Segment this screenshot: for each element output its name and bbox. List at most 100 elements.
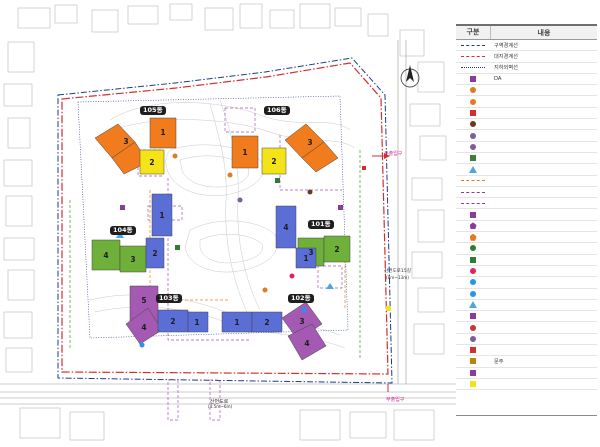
road-right-sub-label: (8m~13m)	[386, 275, 409, 280]
legend-symbol	[456, 98, 490, 105]
building-103	[125, 285, 209, 345]
legend-row	[456, 277, 597, 289]
surrounding-buildings	[3, 3, 447, 441]
legend-marker	[470, 245, 476, 252]
building-label-102: 102동	[288, 294, 314, 303]
legend-row	[456, 108, 597, 120]
legend-marker	[470, 279, 476, 286]
svg-text:5: 5	[141, 296, 146, 305]
legend-header: 구분 내용	[456, 26, 597, 40]
svg-text:2: 2	[152, 249, 157, 258]
legend-symbol	[456, 233, 490, 241]
legend-symbol	[456, 55, 490, 57]
legend-text: 문주	[494, 358, 504, 365]
legend-header-content: 내용	[537, 28, 551, 37]
legend-row	[456, 209, 597, 221]
svg-text:3: 3	[130, 255, 135, 264]
roads	[0, 40, 456, 405]
legend-marker	[470, 290, 476, 297]
road-right-label: 산번도로15길	[384, 269, 411, 274]
svg-text:1: 1	[159, 211, 164, 220]
green-dashed-paths	[69, 150, 361, 360]
svg-text:1: 1	[234, 318, 239, 327]
legend-text: DA	[494, 76, 502, 83]
road-bottom-label: 산번도로	[210, 399, 229, 405]
legend-row: 구역경계선	[456, 40, 597, 52]
legend-symbol	[456, 109, 490, 116]
main-entrance-label: 주출입구	[384, 151, 403, 157]
svg-text:3: 3	[299, 317, 304, 326]
legend-symbol	[456, 313, 490, 320]
site-plan: 3 1 2 1 2 3 1 4 3 2 4 3 2 1 5 4 2 1 1 2 …	[0, 3, 456, 441]
legend-row	[456, 119, 597, 131]
svg-text:4: 4	[103, 251, 108, 260]
legend-marker	[470, 143, 476, 150]
building-unit-numbers: 3 1 2 1 2 3 1 4 3 2 4 3 2 1 5 4 2 1 1 2 …	[103, 128, 339, 348]
svg-text:4: 4	[304, 339, 309, 348]
legend-row: DA	[456, 74, 597, 86]
legend-symbol	[456, 381, 490, 388]
legend-row	[456, 379, 597, 391]
legend-marker	[470, 369, 476, 376]
svg-text:3: 3	[123, 137, 128, 146]
legend-marker	[470, 87, 476, 94]
legend-symbol	[456, 143, 490, 150]
building-label-103: 103동	[156, 294, 182, 303]
legend-symbol	[456, 165, 490, 173]
legend-row: 지하외벽선	[456, 63, 597, 74]
building-102	[221, 301, 327, 361]
legend-row	[456, 96, 597, 108]
legend-row	[456, 266, 597, 278]
building-label-104: 104동	[110, 226, 136, 235]
legend-symbol	[456, 44, 490, 46]
svg-text:2: 2	[334, 245, 339, 254]
svg-text:3: 3	[308, 248, 313, 257]
building-105	[94, 117, 177, 175]
legend-symbol	[456, 245, 490, 252]
legend-row	[456, 322, 597, 334]
legend-marker	[470, 98, 476, 105]
svg-text:2: 2	[149, 158, 154, 167]
svg-text:2: 2	[271, 157, 276, 166]
legend-marker	[470, 109, 476, 116]
legend-symbol	[456, 222, 490, 230]
underground-wall-line	[77, 95, 349, 339]
building-101	[275, 205, 351, 269]
legend-symbol	[456, 268, 490, 275]
legend-row	[456, 176, 597, 187]
legend-symbol	[456, 87, 490, 94]
legend-row	[456, 198, 597, 210]
legend-symbol	[456, 290, 490, 297]
svg-text:2: 2	[264, 318, 269, 327]
legend-text: 대지경계선	[494, 53, 518, 60]
legend-symbol	[456, 180, 490, 182]
legend-symbol	[456, 358, 490, 365]
svg-text:1: 1	[194, 318, 199, 327]
legend-row	[456, 221, 597, 233]
legend-symbol	[456, 256, 490, 263]
legend-marker	[470, 76, 476, 83]
svg-text:4: 4	[283, 223, 288, 232]
legend-row	[456, 334, 597, 346]
legend-text: 구역경계선	[494, 42, 518, 49]
legend-marker	[461, 55, 485, 57]
legend-row	[456, 187, 597, 199]
legend-row	[456, 243, 597, 255]
entrance-arrows	[372, 153, 390, 392]
legend-symbol	[456, 211, 490, 218]
legend-marker	[461, 44, 485, 46]
legend-marker	[461, 180, 485, 182]
north-arrow	[400, 65, 420, 88]
legend-symbol	[456, 191, 490, 193]
legend-marker	[470, 256, 476, 263]
legend-row	[456, 300, 597, 312]
legend-marker	[470, 132, 476, 139]
legend-symbol	[456, 347, 490, 354]
legend-symbol	[456, 202, 490, 204]
legend-row	[456, 345, 597, 357]
road-bottom-sub-label: (4.5m~6m)	[208, 404, 233, 409]
legend-marker	[470, 358, 476, 365]
legend-row	[456, 153, 597, 165]
